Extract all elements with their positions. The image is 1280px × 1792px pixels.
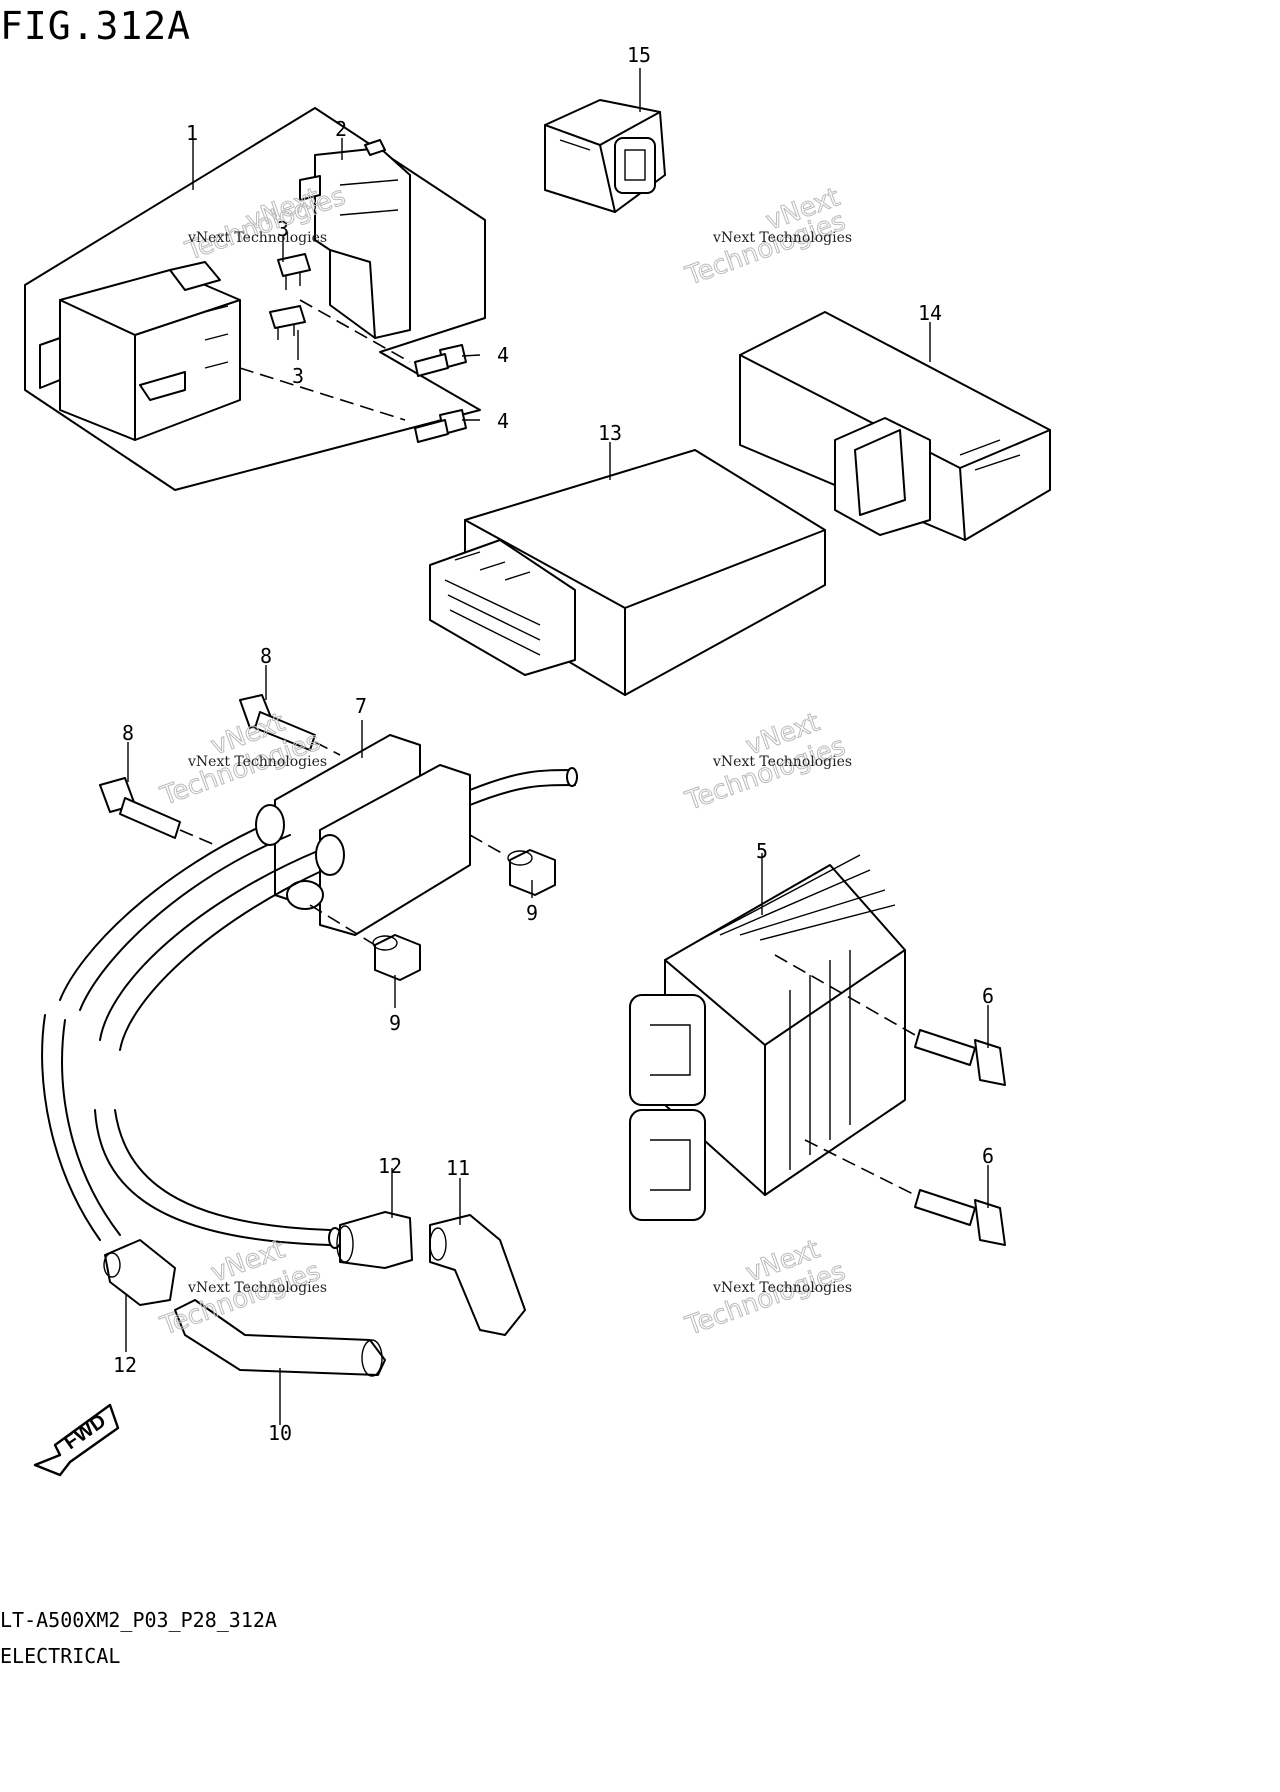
watermark-top-right: Technologies vNext vNext Technologies [681,182,852,293]
model-code: LT-A500XM2_P03_P28_312A [0,1608,277,1632]
plug-cap-11 [429,1214,526,1336]
callout-4-upper: 4 [497,343,509,367]
cap-12-right [336,1211,413,1269]
bolt-4-lower [414,409,467,443]
callout-6-lower: 6 [982,1144,994,1168]
watermark-mid-right: Technologies vNext vNext Technologies [681,707,852,818]
callout-6-upper: 6 [982,984,994,1008]
cap-12-left [103,1239,176,1306]
callout-8-upper: 8 [260,644,272,668]
callout-12-right: 12 [378,1154,402,1178]
callout-11: 11 [446,1156,470,1180]
bolt-8-upper [239,694,316,751]
callout-10: 10 [268,1421,292,1445]
callout-3-lower: 3 [292,364,304,388]
callout-3-upper: 3 [277,217,289,241]
watermark-text-6: vNext Technologies [712,1280,852,1296]
collar-9-lower [372,934,421,981]
watermark-bottom-right: Technologies vNext vNext Technologies [681,1234,852,1343]
callout-13: 13 [598,421,622,445]
callout-1: 1 [186,121,198,145]
watermark-text-1: vNext Technologies [187,230,327,246]
callout-8-lower: 8 [122,721,134,745]
bolt-4-upper [414,344,467,377]
part-5-regulator [629,854,906,1221]
bolt-6-upper [914,1029,1006,1086]
part-15-connector [544,99,666,213]
callout-9-lower: 9 [389,1011,401,1035]
figure-title: FIG.312A [0,4,192,48]
watermark-text-5: vNext Technologies [187,1280,327,1296]
callout-4-lower: 4 [497,409,509,433]
collar-9-upper [507,849,556,896]
leader-lines [125,68,989,1425]
callout-2: 2 [335,117,347,141]
callouts: 1 2 3 3 4 4 5 6 6 7 8 8 9 9 10 11 12 12 … [113,43,994,1445]
watermark-text-2: vNext Technologies [712,230,852,246]
watermark-text-3: vNext Technologies [187,754,327,770]
part-13-ecm [429,449,826,696]
plug-cap-10 [174,1299,386,1377]
watermark-text-4: vNext Technologies [712,754,852,770]
bolt-6-lower [914,1189,1006,1246]
part-relay-box [24,107,486,491]
callout-9-upper: 9 [526,901,538,925]
callout-12-left: 12 [113,1353,137,1377]
part-7-ignition-coil [41,734,578,1249]
callout-14: 14 [918,301,942,325]
watermark-bottom-left: Technologies vNext vNext Technologies [156,1234,327,1343]
callout-5: 5 [756,839,768,863]
fwd-arrow: FWD [33,1403,120,1477]
bolt-8-lower [99,777,181,839]
section-name: ELECTRICAL [0,1644,121,1668]
callout-7: 7 [355,694,367,718]
callout-15: 15 [627,43,651,67]
part-14-cover [739,311,1051,541]
